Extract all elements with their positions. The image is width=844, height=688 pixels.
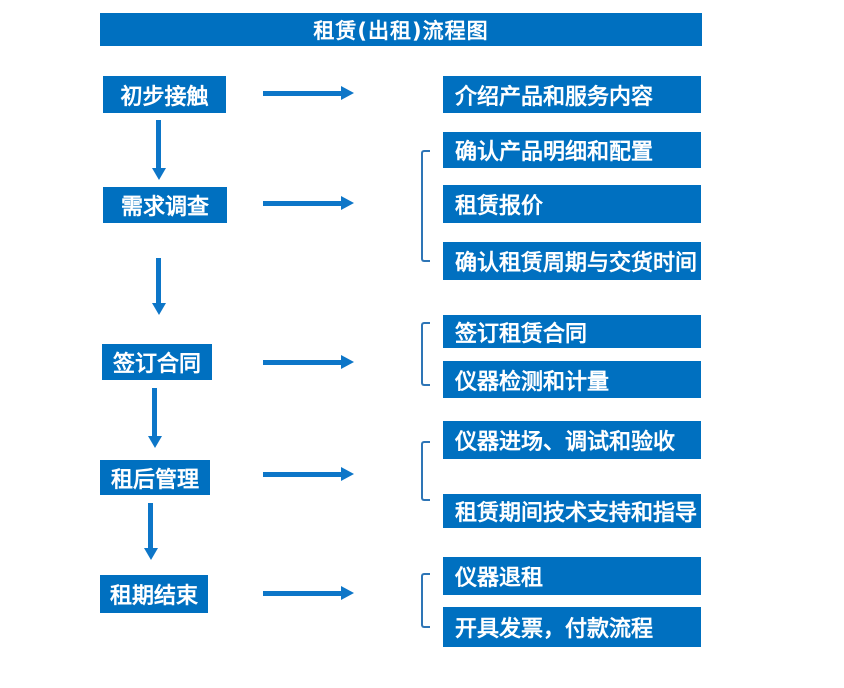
arrow-down-icon-3 bbox=[148, 388, 162, 448]
arrow-shaft bbox=[263, 201, 342, 206]
arrow-head bbox=[152, 303, 166, 315]
detail-instrument-entry-debug-acceptance: 仪器进场、调试和验收 bbox=[443, 421, 701, 459]
arrow-right-icon-3 bbox=[263, 355, 354, 369]
arrow-head bbox=[152, 168, 166, 180]
detail-introduce-products-services: 介绍产品和服务内容 bbox=[443, 76, 701, 113]
arrow-right-icon-1 bbox=[263, 86, 354, 100]
arrow-shaft bbox=[148, 503, 153, 548]
arrow-right-icon-4 bbox=[263, 467, 354, 481]
arrow-head bbox=[341, 355, 354, 369]
arrow-right-icon-5 bbox=[263, 586, 354, 600]
arrow-head bbox=[341, 586, 354, 600]
group-bracket-icon-sign-contract bbox=[421, 322, 430, 386]
detail-sign-rental-contract: 签订租赁合同 bbox=[443, 315, 701, 348]
arrow-head bbox=[341, 467, 354, 481]
stage-demand-survey: 需求调查 bbox=[103, 187, 227, 223]
arrow-shaft bbox=[263, 591, 342, 596]
arrow-right-icon-2 bbox=[263, 196, 354, 210]
arrow-head bbox=[341, 196, 354, 210]
arrow-down-icon-2 bbox=[152, 258, 166, 315]
arrow-down-icon-4 bbox=[144, 503, 158, 560]
arrow-head bbox=[341, 86, 354, 100]
group-bracket-icon-post-rental bbox=[421, 441, 430, 501]
detail-instrument-testing-measurement: 仪器检测和计量 bbox=[443, 361, 701, 398]
arrow-shaft bbox=[156, 120, 161, 168]
arrow-down-icon-1 bbox=[152, 120, 166, 180]
flowchart-title: 租赁(出租)流程图 bbox=[100, 13, 702, 46]
detail-invoice-payment-process: 开具发票，付款流程 bbox=[443, 607, 701, 647]
arrow-shaft bbox=[263, 91, 342, 96]
stage-sign-contract: 签订合同 bbox=[102, 344, 212, 380]
detail-rental-quote: 租赁报价 bbox=[443, 185, 701, 223]
arrow-head bbox=[148, 436, 162, 448]
stage-initial-contact: 初步接触 bbox=[103, 76, 226, 113]
detail-technical-support-guidance: 租赁期间技术支持和指导 bbox=[443, 494, 701, 528]
arrow-shaft bbox=[152, 388, 157, 436]
arrow-shaft bbox=[263, 472, 342, 477]
arrow-shaft bbox=[263, 360, 342, 365]
detail-confirm-rental-period-delivery: 确认租赁周期与交货时间 bbox=[443, 242, 701, 280]
detail-confirm-product-details: 确认产品明细和配置 bbox=[443, 132, 701, 168]
group-bracket-icon-rental-end bbox=[421, 573, 430, 628]
arrow-head bbox=[144, 548, 158, 560]
group-bracket-icon-demand-survey bbox=[421, 150, 430, 262]
stage-post-rental-management: 租后管理 bbox=[100, 460, 210, 495]
detail-instrument-return: 仪器退租 bbox=[443, 557, 701, 595]
stage-rental-end: 租期结束 bbox=[100, 575, 208, 613]
arrow-shaft bbox=[156, 258, 161, 303]
